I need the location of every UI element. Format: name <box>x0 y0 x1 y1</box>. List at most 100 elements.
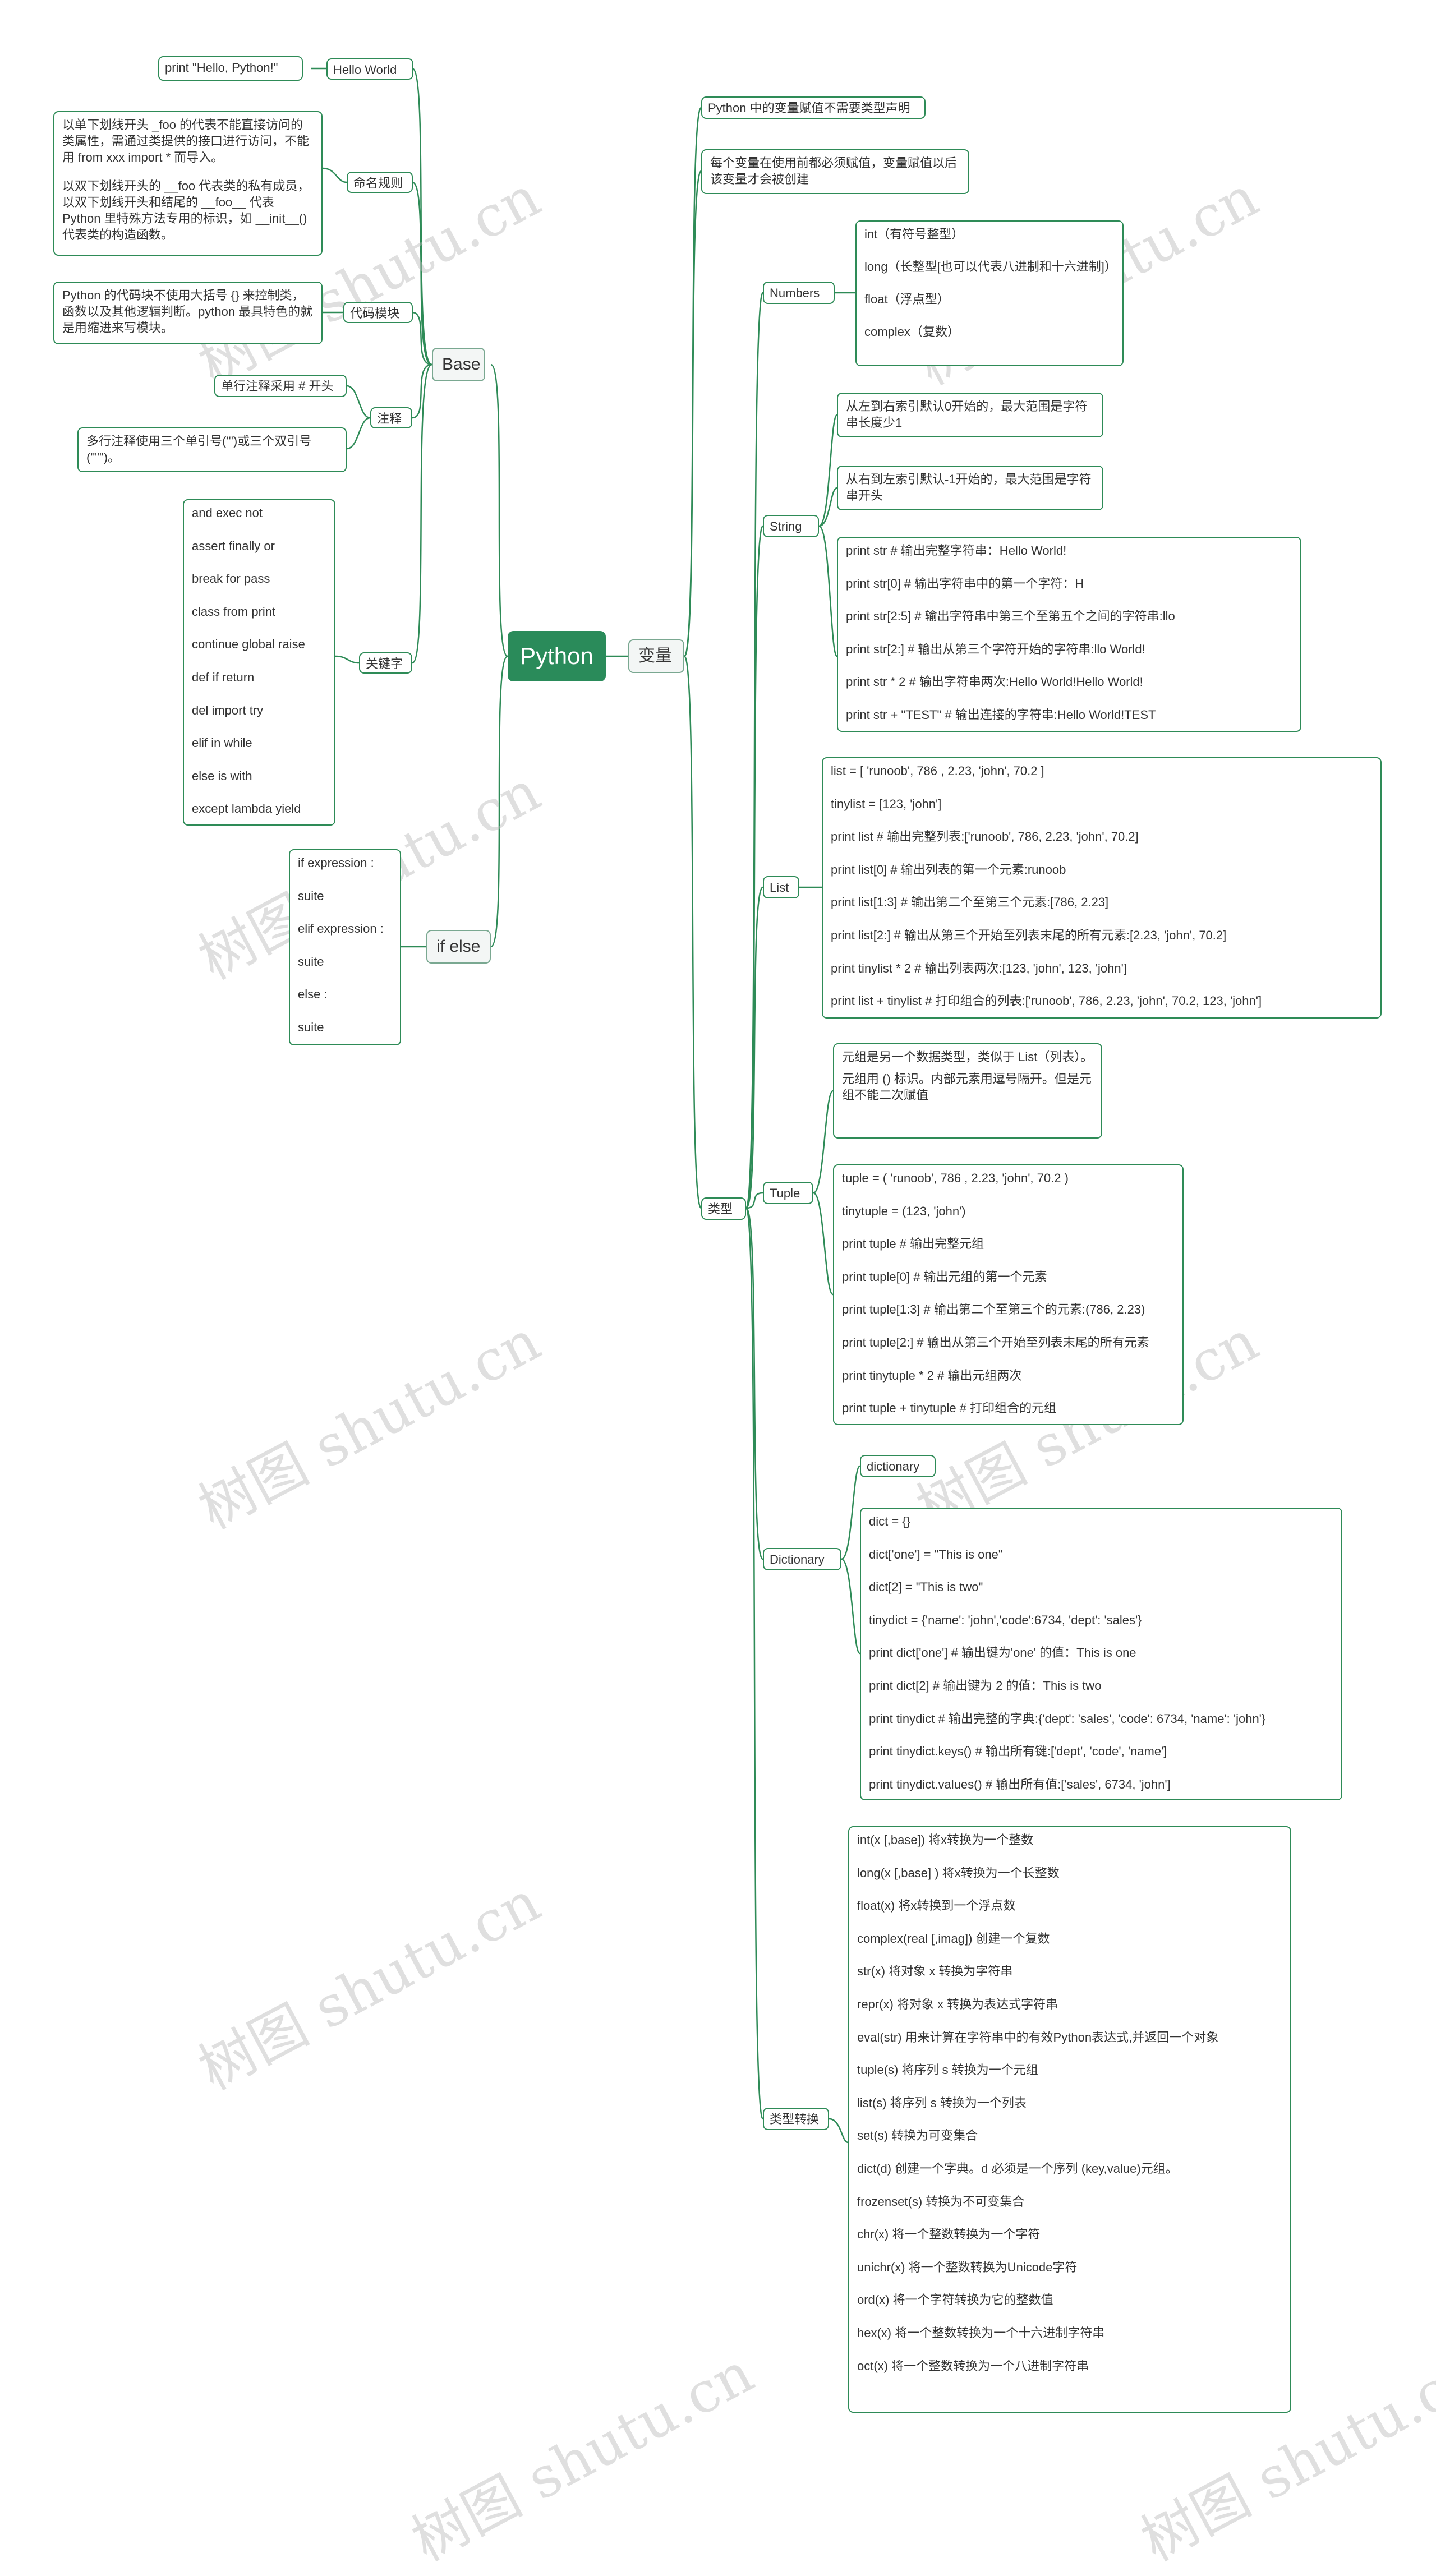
type-conversion-functions[interactable]: int(x [,base]) 将x转换为一个整数 long(x [,base] )… <box>848 1826 1291 2413</box>
string-example-line: print str[0] # 输出字符串中的第一个字符：H <box>846 576 1084 591</box>
number-type-item: complex（复数） <box>864 325 960 339</box>
conversion-function-line: oct(x) 将一个整数转换为一个八进制字符串 <box>857 2358 1089 2373</box>
tuple-example-line: tinytuple = (123, 'john') <box>842 1204 966 1218</box>
list-examples[interactable]: list = [ 'runoob', 786 , 2.23, 'john', 7… <box>822 757 1382 1019</box>
conversion-function-line: repr(x) 将对象 x 转换为表达式字符串 <box>857 1997 1058 2011</box>
conversion-function-line: long(x [,base] ) 将x转换为一个长整数 <box>857 1865 1060 1880</box>
numbers-types[interactable]: int（有符号整型）long（长整型[也可以代表八进制和十六进制]）float（… <box>855 220 1124 366</box>
keyword-line: def if return <box>192 670 255 684</box>
keyword-line: class from print <box>192 604 276 619</box>
conversion-function-line: tuple(s) 将序列 s 转换为一个元组 <box>857 2063 1038 2077</box>
conversion-function-line: float(x) 将x转换到一个浮点数 <box>857 1898 1016 1913</box>
if-else-line: suite <box>298 954 324 969</box>
conversion-function-line: int(x [,base]) 将x转换为一个整数 <box>857 1833 1034 1847</box>
types-node[interactable]: 类型 <box>701 1197 746 1220</box>
base-node[interactable]: Base <box>432 348 485 381</box>
conversion-function-line: dict(d) 创建一个字典。d 必须是一个序列 (key,value)元组。 <box>857 2161 1178 2176</box>
root-node[interactable]: Python <box>508 631 606 681</box>
dictionary-example-line: print tinydict.keys() # 输出所有键:['dept', '… <box>869 1744 1167 1759</box>
tuple-example-line: print tuple + tinytuple # 打印组合的元组 <box>842 1401 1057 1416</box>
hello-world-code[interactable]: print "Hello, Python!" <box>158 56 303 81</box>
hello-world-node[interactable]: Hello World <box>326 58 413 80</box>
conversion-function-line: unichr(x) 将一个整数转换为Unicode字符 <box>857 2260 1078 2274</box>
code-block-text[interactable]: Python 的代码块不使用大括号 {} 来控制类，函数以及其他逻辑判断。pyt… <box>53 282 323 344</box>
keyword-line: elif in while <box>192 736 252 750</box>
naming-rules-text[interactable]: 以单下划线开头 _foo 的代表不能直接访问的类属性，需通过类提供的接口进行访问… <box>53 111 323 256</box>
string-examples[interactable]: print str # 输出完整字符串：Hello World! print st… <box>837 537 1301 732</box>
tuple-node[interactable]: Tuple <box>763 1182 813 1204</box>
tuple-example-line: print tuple[2:] # 输出从第三个开始至列表末尾的所有元素 <box>842 1335 1149 1349</box>
string-example-line: print str # 输出完整字符串：Hello World! <box>846 543 1067 557</box>
string-example-line: print str * 2 # 输出字符串两次:Hello World!Hell… <box>846 675 1143 689</box>
conversion-function-line: ord(x) 将一个字符转换为它的整数值 <box>857 2293 1053 2307</box>
keywords-node[interactable]: 关键字 <box>359 652 412 674</box>
variable-note-assignment-text: 每个变量在使用前都必须赋值，变量赋值以后该变量才会被创建 <box>710 156 958 186</box>
variable-note-assignment[interactable]: 每个变量在使用前都必须赋值，变量赋值以后该变量才会被创建 <box>701 149 969 194</box>
if-else-line: if expression : <box>298 856 374 870</box>
if-else-line: else : <box>298 987 328 1002</box>
string-example-line: print str[2:5] # 输出字符串中第三个至第五个之间的字符串:llo <box>846 609 1175 624</box>
dictionary-example-line: tinydict = {'name': 'john','code':6734, … <box>869 1612 1142 1627</box>
list-example-line: print list[2:] # 输出从第三个开始至列表末尾的所有元素:[2.2… <box>831 928 1227 942</box>
dictionary-example-line: print tinydict # 输出完整的字典:{'dept': 'sales… <box>869 1711 1266 1726</box>
list-example-line: print list + tinylist # 打印组合的列表:['runoob… <box>831 994 1262 1008</box>
keyword-line: and exec not <box>192 506 263 520</box>
keyword-line: assert finally or <box>192 538 275 553</box>
dictionary-node[interactable]: Dictionary <box>763 1548 841 1570</box>
dictionary-title[interactable]: dictionary <box>860 1455 936 1477</box>
dictionary-examples[interactable]: dict = {} dict['one'] = "This is one" dict… <box>860 1508 1342 1800</box>
tuple-examples[interactable]: tuple = ( 'runoob', 786 , 2.23, 'john', … <box>833 1164 1184 1425</box>
string-example-line: print str[2:] # 输出从第三个字符开始的字符串:llo World… <box>846 642 1145 656</box>
type-conversion-node[interactable]: 类型转换 <box>763 2108 829 2130</box>
code-block-description: Python 的代码块不使用大括号 {} 来控制类，函数以及其他逻辑判断。pyt… <box>62 288 313 335</box>
single-line-comment[interactable]: 单行注释采用 # 开头 <box>214 375 347 397</box>
number-type-item: int（有符号整型） <box>864 227 964 241</box>
tuple-example-line: tuple = ( 'runoob', 786 , 2.23, 'john', … <box>842 1171 1069 1185</box>
dictionary-example-line: dict['one'] = "This is one" <box>869 1547 1003 1561</box>
variable-node[interactable]: 变量 <box>628 639 684 673</box>
list-example-line: tinylist = [123, 'john'] <box>831 796 942 811</box>
dictionary-example-line: dict[2] = "This is two" <box>869 1580 983 1595</box>
conversion-function-line: frozenset(s) 转换为不可变集合 <box>857 2194 1025 2209</box>
keyword-line: break for pass <box>192 572 270 586</box>
string-example-line: print str + "TEST" # 输出连接的字符串:Hello Worl… <box>846 707 1156 722</box>
if-else-syntax[interactable]: if expression : suite elif expression : sui… <box>289 849 401 1045</box>
string-index-right-text: 从右到左索引默认-1开始的，最大范围是字符串开头 <box>846 472 1092 503</box>
naming-rule-single-underscore: 以单下划线开头 _foo 的代表不能直接访问的类属性，需通过类提供的接口进行访问… <box>62 118 310 164</box>
conversion-function-line: list(s) 将序列 s 转换为一个列表 <box>857 2095 1027 2110</box>
tuple-description[interactable]: 元组是另一个数据类型，类似于 List（列表）。 元组用 () 标识。内部元素用… <box>833 1043 1102 1139</box>
comment-node[interactable]: 注释 <box>370 407 412 428</box>
variable-note-no-declaration[interactable]: Python 中的变量赋值不需要类型声明 <box>701 96 926 119</box>
keyword-line: else is with <box>192 768 252 783</box>
multi-line-comment[interactable]: 多行注释使用三个单引号(''')或三个双引号(""")。 <box>77 427 347 472</box>
tuple-example-line: print tuple[0] # 输出元组的第一个元素 <box>842 1269 1047 1284</box>
string-index-right[interactable]: 从右到左索引默认-1开始的，最大范围是字符串开头 <box>837 466 1103 510</box>
list-example-line: print tinylist * 2 # 输出列表两次:[123, 'john'… <box>831 961 1127 975</box>
if-else-node[interactable]: if else <box>426 930 491 964</box>
list-node[interactable]: List <box>763 876 799 898</box>
naming-rule-double-underscore: 以双下划线开头的 __foo 代表类的私有成员，以双下划线开头和结尾的 __fo… <box>62 179 310 242</box>
code-block-node[interactable]: 代码模块 <box>343 302 413 323</box>
string-node[interactable]: String <box>763 515 819 537</box>
naming-rules-node[interactable]: 命名规则 <box>347 172 413 193</box>
numbers-node[interactable]: Numbers <box>763 282 835 304</box>
tuple-description-line2: 元组用 () 标识。内部元素用逗号隔开。但是元组不能二次赋值 <box>842 1072 1092 1102</box>
list-example-line: print list # 输出完整列表:['runoob', 786, 2.23… <box>831 830 1139 844</box>
dictionary-example-line: print dict[2] # 输出键为 2 的值：This is two <box>869 1678 1102 1693</box>
string-index-left[interactable]: 从左到右索引默认0开始的，最大范围是字符串长度少1 <box>837 393 1103 437</box>
conversion-function-line: chr(x) 将一个整数转换为一个字符 <box>857 2227 1041 2242</box>
list-example-line: list = [ 'runoob', 786 , 2.23, 'john', 7… <box>831 764 1044 778</box>
keywords-list[interactable]: and exec not assert finally or break for p… <box>183 499 335 826</box>
conversion-function-line: hex(x) 将一个整数转换为一个十六进制字符串 <box>857 2325 1105 2340</box>
dictionary-example-line: dict = {} <box>869 1514 911 1528</box>
tuple-example-line: print tuple # 输出完整元组 <box>842 1237 984 1251</box>
tuple-description-line1: 元组是另一个数据类型，类似于 List（列表）。 <box>842 1050 1093 1064</box>
keyword-line: except lambda yield <box>192 801 301 816</box>
if-else-line: suite <box>298 888 324 903</box>
list-example-line: print list[0] # 输出列表的第一个元素:runoob <box>831 862 1066 877</box>
multi-line-comment-text: 多行注释使用三个单引号(''')或三个双引号(""")。 <box>86 434 312 464</box>
if-else-line: elif expression : <box>298 921 384 936</box>
dictionary-example-line: print dict['one'] # 输出键为'one' 的值：This is… <box>869 1646 1136 1660</box>
string-index-left-text: 从左到右索引默认0开始的，最大范围是字符串长度少1 <box>846 399 1088 430</box>
keyword-line: del import try <box>192 703 264 717</box>
